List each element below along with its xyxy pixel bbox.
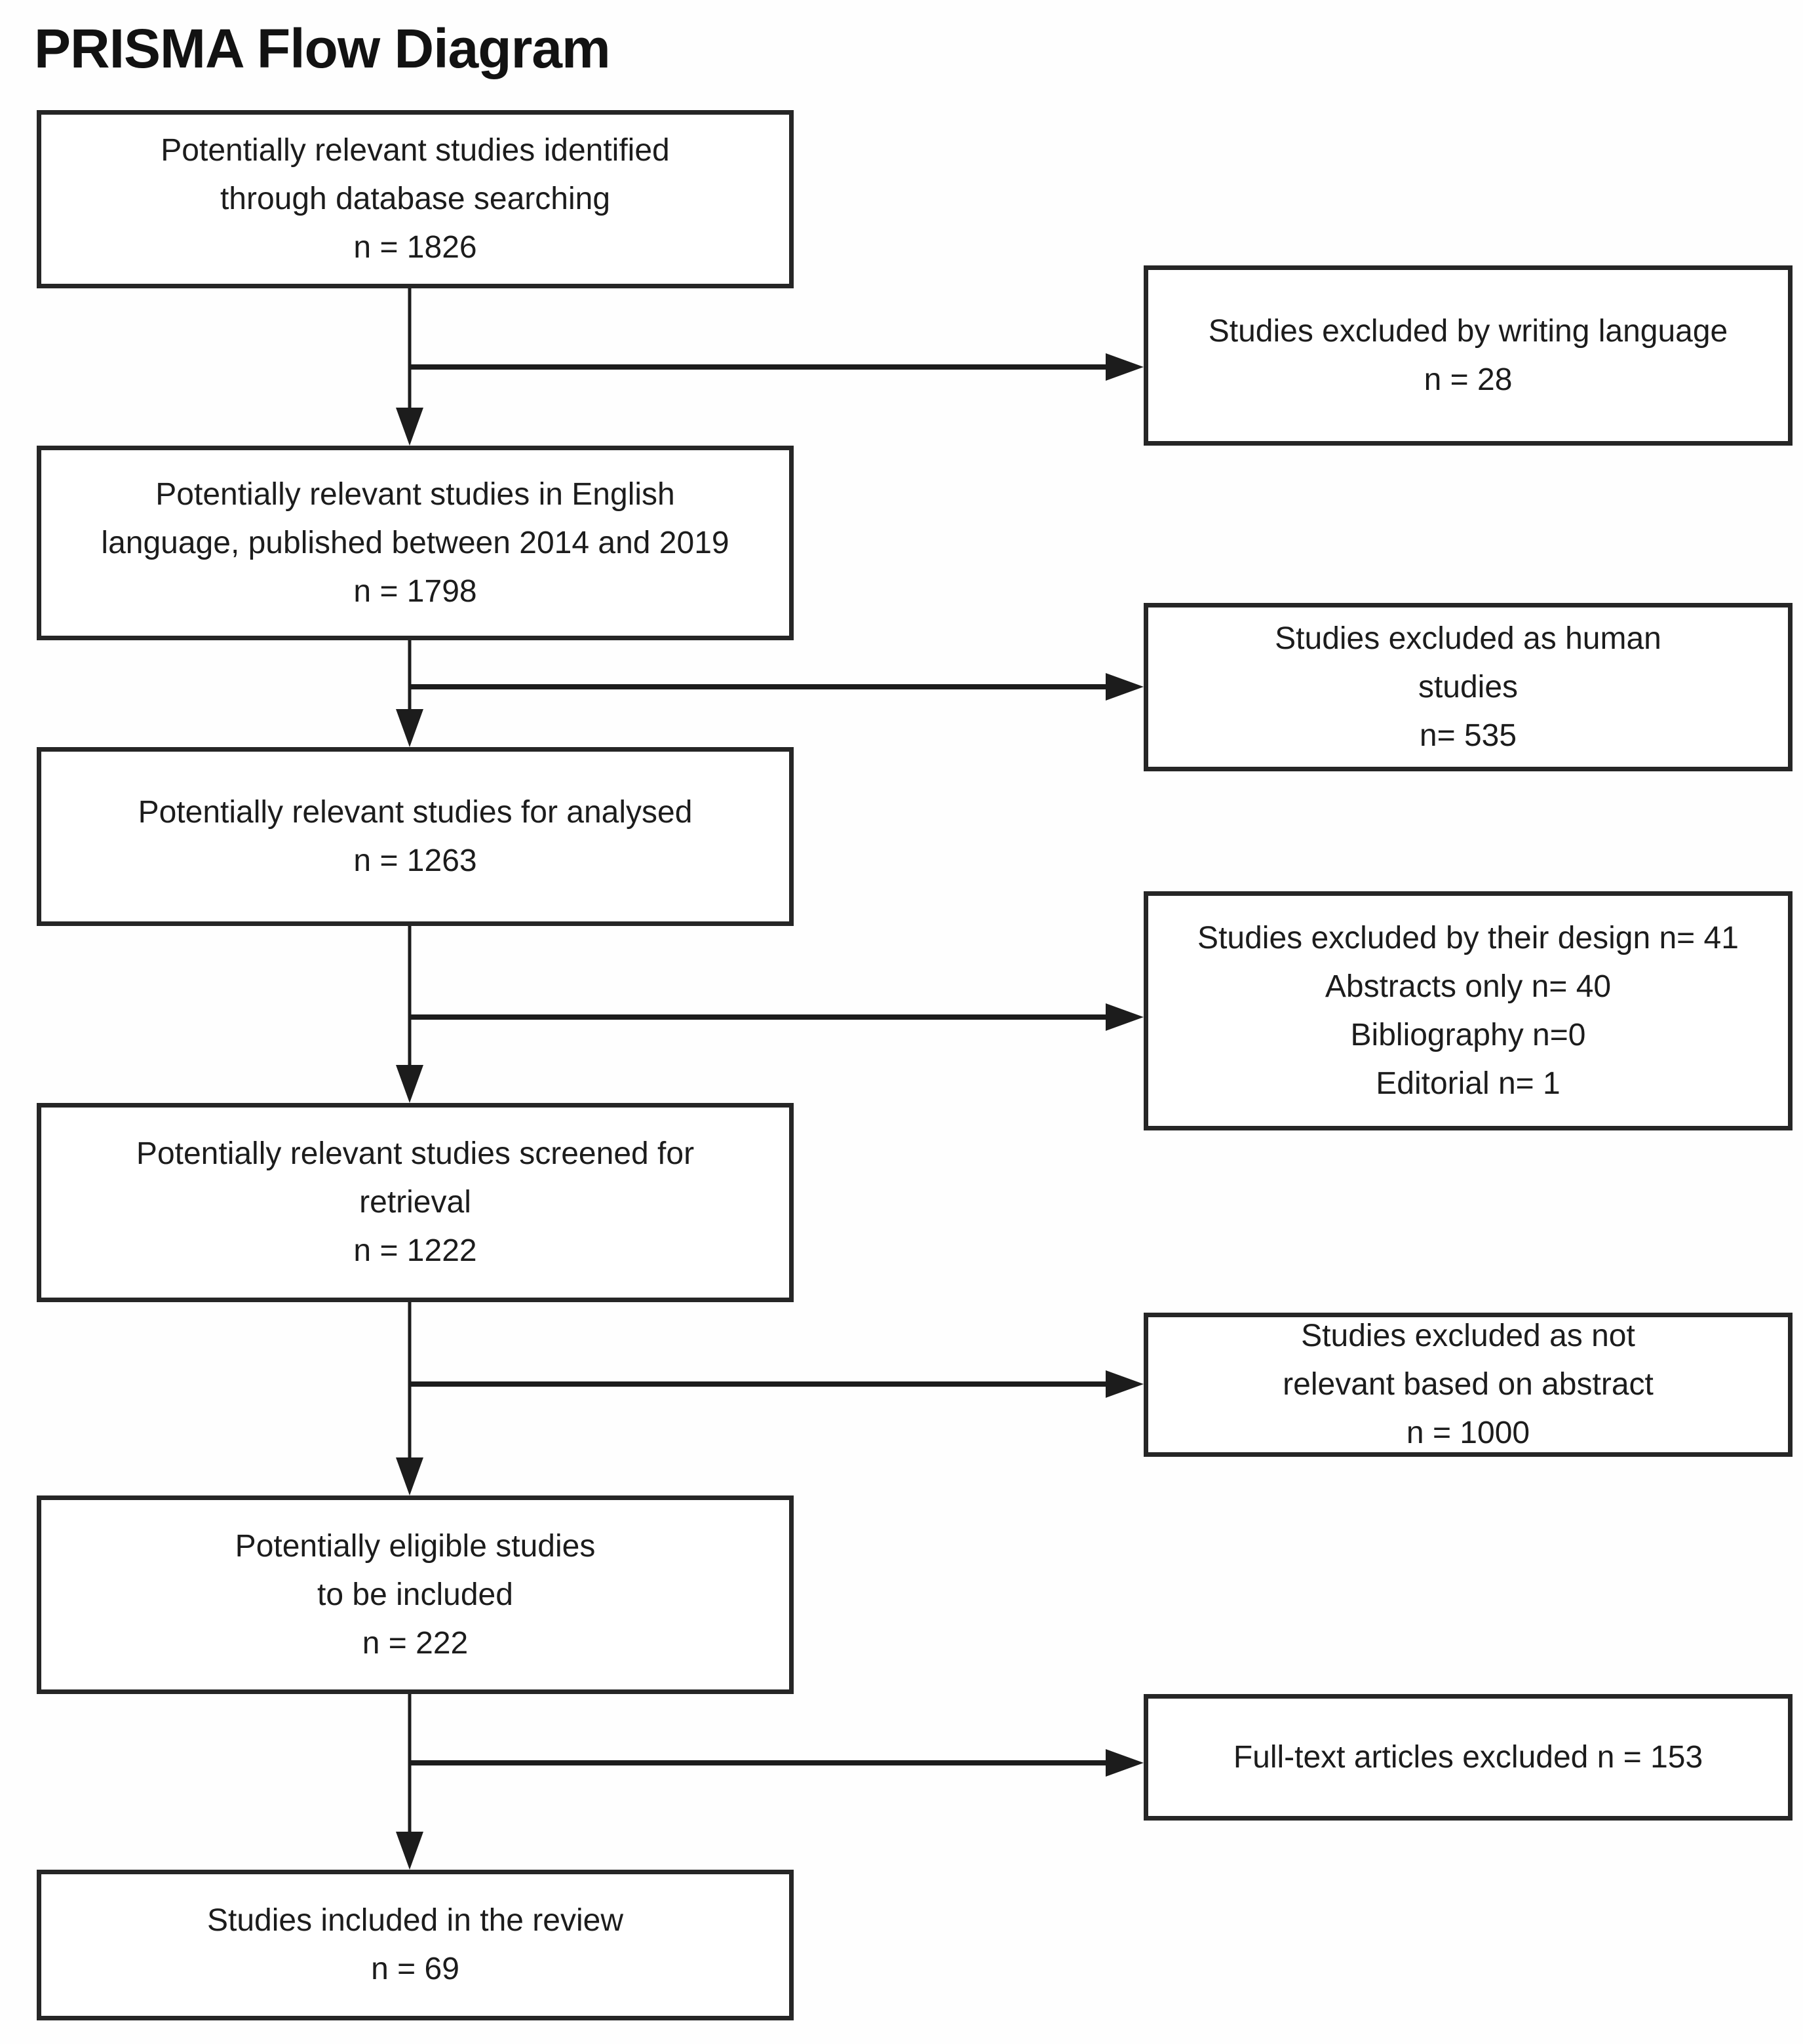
box-text-line: Studies included in the review <box>206 1903 624 1938</box>
box-eligible: Potentially eligible studies to be inclu… <box>37 1495 794 1694</box>
arrow-eligible-to-included <box>396 1694 423 1870</box>
arrow-branch-study-design <box>410 1003 1144 1031</box>
box-text-line: Bibliography n=0 <box>1350 1017 1586 1052</box>
box-count: n = 1222 <box>353 1233 477 1268</box>
box-text-line: Potentially relevant studies identified <box>161 133 670 168</box>
arrow-branch-fulltext-excluded <box>410 1749 1144 1777</box>
box-text-line: Studies excluded by writing language <box>1208 313 1728 349</box>
box-text-line: Studies excluded as not <box>1301 1319 1635 1353</box>
box-english-language: Potentially relevant studies in English … <box>37 446 794 640</box>
box-excluded-fulltext: Full-text articles excluded n = 153 <box>1144 1694 1793 1821</box>
box-text-line: Potentially relevant studies in English <box>155 476 675 512</box>
box-count: n = 1263 <box>353 843 477 878</box>
box-text-line: Editorial n= 1 <box>1376 1066 1561 1101</box>
arrow-branch-human-studies <box>410 673 1144 701</box>
box-text-line: studies <box>1418 669 1519 704</box>
box-text-line: Studies excluded as human <box>1275 621 1661 656</box>
arrow-branch-writing-language <box>410 353 1144 381</box>
box-text-line: Full-text articles excluded n = 153 <box>1233 1739 1703 1775</box>
box-text-line: Potentially relevant studies screened fo… <box>136 1136 695 1171</box>
box-count: n = 69 <box>371 1952 459 1986</box>
box-text-line: Potentially eligible studies <box>235 1528 596 1564</box>
box-text-line: retrieval <box>359 1185 471 1220</box>
box-text-line: Potentially relevant studies for analyse… <box>138 794 693 830</box>
box-count: n = 1000 <box>1406 1416 1530 1450</box>
box-count: n = 28 <box>1424 362 1513 397</box>
box-excluded-not-relevant-abstract: Studies excluded as not relevant based o… <box>1144 1313 1793 1457</box>
box-excluded-human-studies: Studies excluded as human studies n= 535 <box>1144 603 1793 771</box>
page-title: PRISMA Flow Diagram <box>34 18 611 79</box>
arrow-screened-to-eligible <box>396 1302 423 1495</box>
arrow-analysed-to-screened <box>396 926 423 1103</box>
box-count: n = 1826 <box>353 230 477 265</box>
box-for-analysed: Potentially relevant studies for analyse… <box>37 747 794 926</box>
box-count: n = 1798 <box>353 573 477 609</box>
box-count: n= 535 <box>1419 718 1517 753</box>
box-text-line: to be included <box>317 1577 513 1612</box>
box-included: Studies included in the review n = 69 <box>37 1870 794 2020</box>
box-excluded-writing-language: Studies excluded by writing language n =… <box>1144 265 1793 446</box>
arrow-branch-not-relevant-abstract <box>410 1370 1144 1398</box>
arrow-english-to-analysed <box>396 640 423 747</box>
box-identified: Potentially relevant studies identified … <box>37 110 794 288</box>
arrow-identified-to-english <box>396 288 423 446</box>
box-screened-retrieval: Potentially relevant studies screened fo… <box>37 1103 794 1302</box>
box-count: n = 222 <box>362 1625 469 1661</box>
box-text-line: through database searching <box>220 182 611 216</box>
box-text-line: Abstracts only n= 40 <box>1325 969 1612 1004</box>
box-text-line: Studies excluded by their design n= 41 <box>1197 920 1739 955</box>
box-excluded-study-design: Studies excluded by their design n= 41 A… <box>1144 891 1793 1130</box>
box-text-line: relevant based on abstract <box>1283 1367 1654 1402</box>
box-text-line: language, published between 2014 and 201… <box>101 525 729 560</box>
